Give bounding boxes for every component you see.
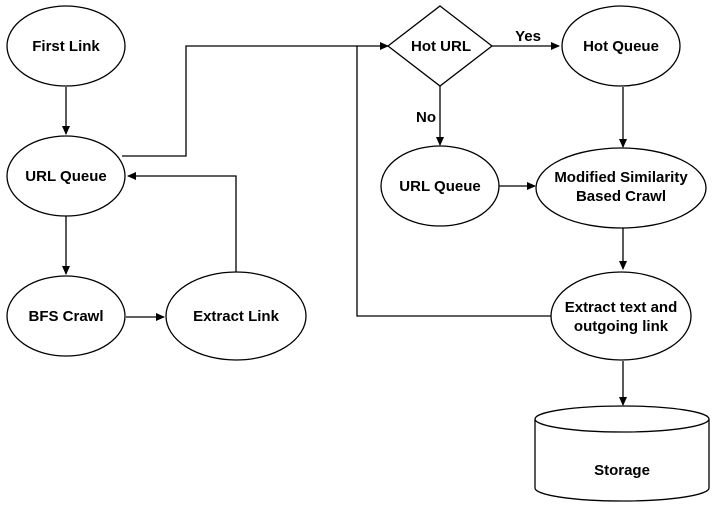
edge-url-queue-to-hot-url <box>122 42 389 157</box>
node-storage-cylinder[interactable]: Storage <box>534 405 710 502</box>
node-hot-url[interactable]: Hot URL <box>386 5 494 87</box>
node-label: URL Queue <box>25 168 106 185</box>
node-url-queue-right[interactable]: URL Queue <box>380 145 500 227</box>
node-first-link[interactable]: First Link <box>6 5 126 87</box>
edge-label-no: No <box>416 109 436 126</box>
node-label-line2: outgoing link <box>574 318 669 335</box>
edge-extract-link-to-url-queue <box>127 172 237 272</box>
node-label-line1: Modified Similarity <box>554 169 688 186</box>
node-label: Extract Link <box>193 308 280 325</box>
node-modified-similarity-crawl[interactable]: Modified Similarity Based Crawl <box>535 147 707 229</box>
node-label-line2: Based Crawl <box>576 188 666 205</box>
edge-label-yes: Yes <box>515 28 541 45</box>
node-label-line1: Extract text and <box>565 299 678 316</box>
node-hot-queue[interactable]: Hot Queue <box>561 5 681 87</box>
node-label: Hot Queue <box>583 38 659 55</box>
node-label: BFS Crawl <box>28 308 103 325</box>
node-bfs-crawl[interactable]: BFS Crawl <box>6 275 126 357</box>
node-extract-text[interactable]: Extract text and outgoing link <box>550 271 692 361</box>
node-url-queue-left[interactable]: URL Queue <box>6 135 126 217</box>
edge-extract-text-loop-to-hot-url <box>356 46 554 317</box>
edges <box>62 42 627 406</box>
node-label: Hot URL <box>411 38 471 55</box>
node-label: URL Queue <box>399 178 480 195</box>
node-label: First Link <box>32 38 100 55</box>
node-extract-link[interactable]: Extract Link <box>165 271 307 361</box>
node-label: Storage <box>594 462 650 479</box>
